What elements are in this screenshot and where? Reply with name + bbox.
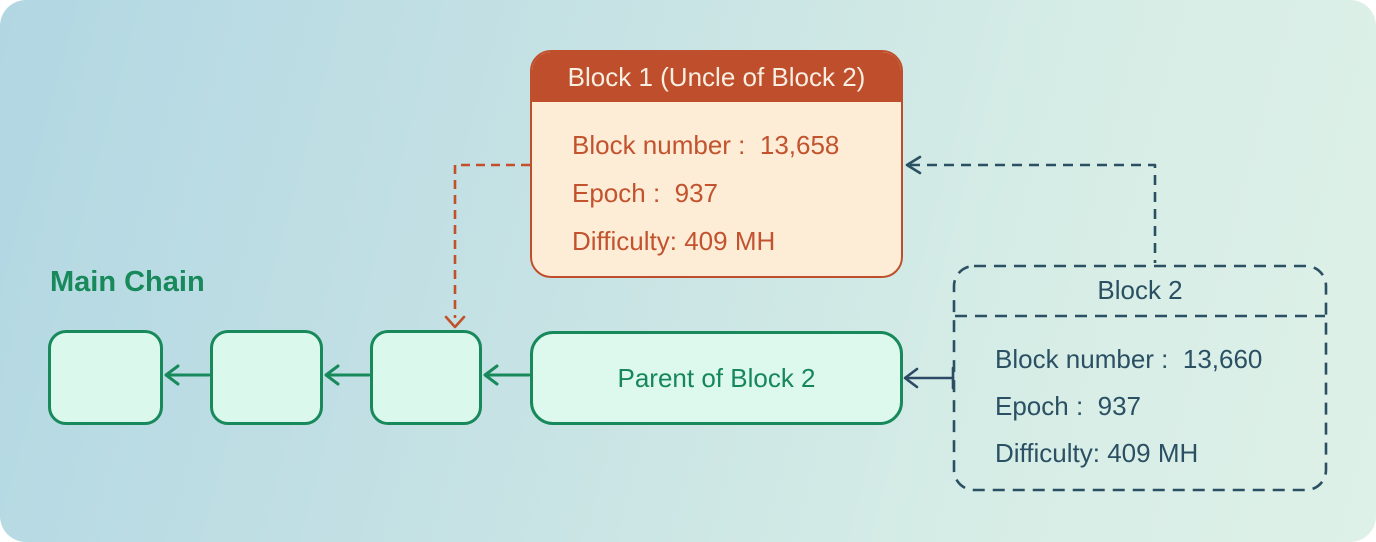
- arrow-left-icon: [164, 364, 180, 386]
- chain-block: [48, 330, 163, 425]
- block2-difficulty-field: Difficulty: 409 MH: [995, 438, 1199, 468]
- chain-block: [370, 330, 482, 425]
- arrow-left-icon: [905, 155, 922, 175]
- arrow-down-icon: [444, 315, 466, 329]
- parent-block-label: Parent of Block 2: [617, 362, 816, 393]
- block2-card: Block 2 Block number : 13,660 Epoch : 93…: [953, 265, 1327, 492]
- parent-block: Parent of Block 2: [530, 331, 903, 425]
- block2-epoch-field: Epoch : 937: [995, 391, 1141, 421]
- block2-body: Block number : 13,660 Epoch : 937 Diffic…: [953, 316, 1327, 477]
- uncle-to-chain-connector: [453, 163, 530, 318]
- uncle-epoch-field: Epoch : 937: [572, 178, 718, 208]
- arrow-left-icon: [324, 364, 340, 386]
- main-chain-label: Main Chain: [50, 266, 205, 298]
- uncle-difficulty-field: Difficulty: 409 MH: [572, 226, 776, 256]
- chain-block: [210, 330, 323, 425]
- uncle-block-body: Block number : 13,658 Epoch : 937 Diffic…: [532, 102, 901, 265]
- arrow-left-icon: [903, 367, 919, 389]
- block2-title: Block 2: [1097, 275, 1183, 305]
- block2-block-number-field: Block number : 13,660: [995, 344, 1263, 374]
- uncle-block-title: Block 1 (Uncle of Block 2): [532, 52, 901, 102]
- arrow-left-icon: [483, 364, 499, 386]
- uncle-block-number-field: Block number : 13,658: [572, 130, 840, 160]
- block2-to-uncle-connector: [910, 163, 1157, 263]
- uncle-block-card: Block 1 (Uncle of Block 2) Block number …: [530, 50, 903, 278]
